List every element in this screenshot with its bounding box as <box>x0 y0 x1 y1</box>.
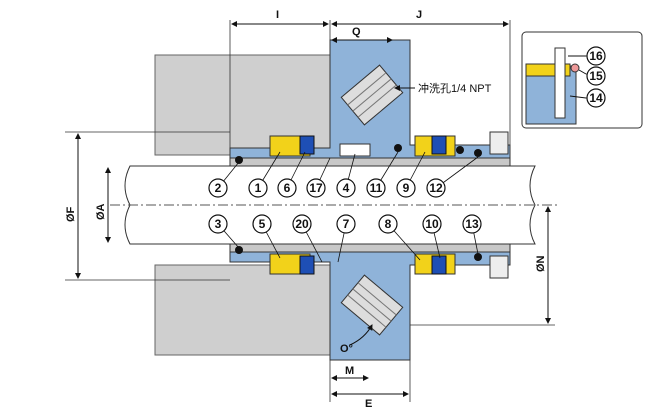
face-lower-right <box>431 255 447 275</box>
oring-13 <box>474 253 482 261</box>
callout-9: 9 <box>396 151 426 198</box>
spring-upper <box>339 143 371 157</box>
flush-port-label: 冲洗孔1/4 NPT <box>418 81 492 95</box>
dim-M-text: M <box>345 365 354 377</box>
svg-text:10: 10 <box>425 217 439 231</box>
svg-text:15: 15 <box>589 69 603 83</box>
collar-lower <box>489 255 509 279</box>
svg-text:17: 17 <box>309 181 323 195</box>
callouts: 2 1 6 17 4 11 9 12 3 5 20 7 8 10 13 <box>208 151 482 263</box>
callout-1: 1 <box>248 151 281 198</box>
callout-6: 6 <box>277 151 306 198</box>
inset-pin <box>554 47 566 119</box>
inset-callout-14: 14 <box>586 88 606 108</box>
callout-4: 4 <box>336 153 356 198</box>
svg-text:8: 8 <box>385 217 392 231</box>
svg-text:12: 12 <box>429 181 443 195</box>
face-upper-right <box>431 135 447 155</box>
oring-11 <box>394 144 402 152</box>
callout-5: 5 <box>252 214 281 259</box>
svg-text:1: 1 <box>255 181 262 195</box>
svg-text:14: 14 <box>589 91 603 105</box>
callout-17: 17 <box>306 157 331 198</box>
callout-12: 12 <box>426 156 479 198</box>
dim-Q-text: Q <box>352 26 361 38</box>
flush-port-upper <box>340 64 404 126</box>
angle-text: O° <box>340 343 353 355</box>
svg-text:2: 2 <box>215 181 222 195</box>
inset-callout-16: 16 <box>586 46 606 66</box>
face-upper-left <box>299 135 315 155</box>
svg-text:7: 7 <box>343 217 350 231</box>
callout-13: 13 <box>462 214 482 255</box>
callout-8: 8 <box>378 214 421 261</box>
dim-A-text: ØA <box>95 203 107 220</box>
svg-text:20: 20 <box>295 217 309 231</box>
callout-3: 3 <box>208 214 240 249</box>
callout-20: 20 <box>292 214 323 263</box>
collar-upper <box>489 131 509 155</box>
oring-12 <box>474 149 482 157</box>
oring-3 <box>235 246 243 254</box>
inset-ring <box>570 63 580 73</box>
svg-text:16: 16 <box>589 49 603 63</box>
dim-N-text: ØN <box>535 255 547 272</box>
angle-arc <box>349 324 373 346</box>
svg-text:9: 9 <box>403 181 410 195</box>
inset-callout-15: 15 <box>585 66 606 86</box>
svg-text:4: 4 <box>343 181 350 195</box>
svg-text:13: 13 <box>465 217 479 231</box>
face-lower-left <box>299 255 315 275</box>
wall-lower <box>154 264 331 356</box>
oring-2 <box>235 156 243 164</box>
flush-port-lower <box>340 274 404 336</box>
inset-callouts: 16 15 14 <box>585 46 606 108</box>
oring-9 <box>456 146 464 154</box>
svg-text:6: 6 <box>284 181 291 195</box>
dim-E-text: E <box>365 398 372 410</box>
callout-10: 10 <box>422 214 442 259</box>
dim-F-text: ØF <box>65 206 77 222</box>
dim-I-text: I <box>276 9 279 21</box>
callout-2: 2 <box>208 161 240 198</box>
svg-text:11: 11 <box>370 181 383 195</box>
svg-text:5: 5 <box>259 217 266 231</box>
dim-J-text: J <box>416 9 422 21</box>
callout-7: 7 <box>336 214 356 263</box>
callout-11: 11 <box>366 151 399 198</box>
sleeve-lower <box>229 243 511 253</box>
svg-text:3: 3 <box>215 217 222 231</box>
